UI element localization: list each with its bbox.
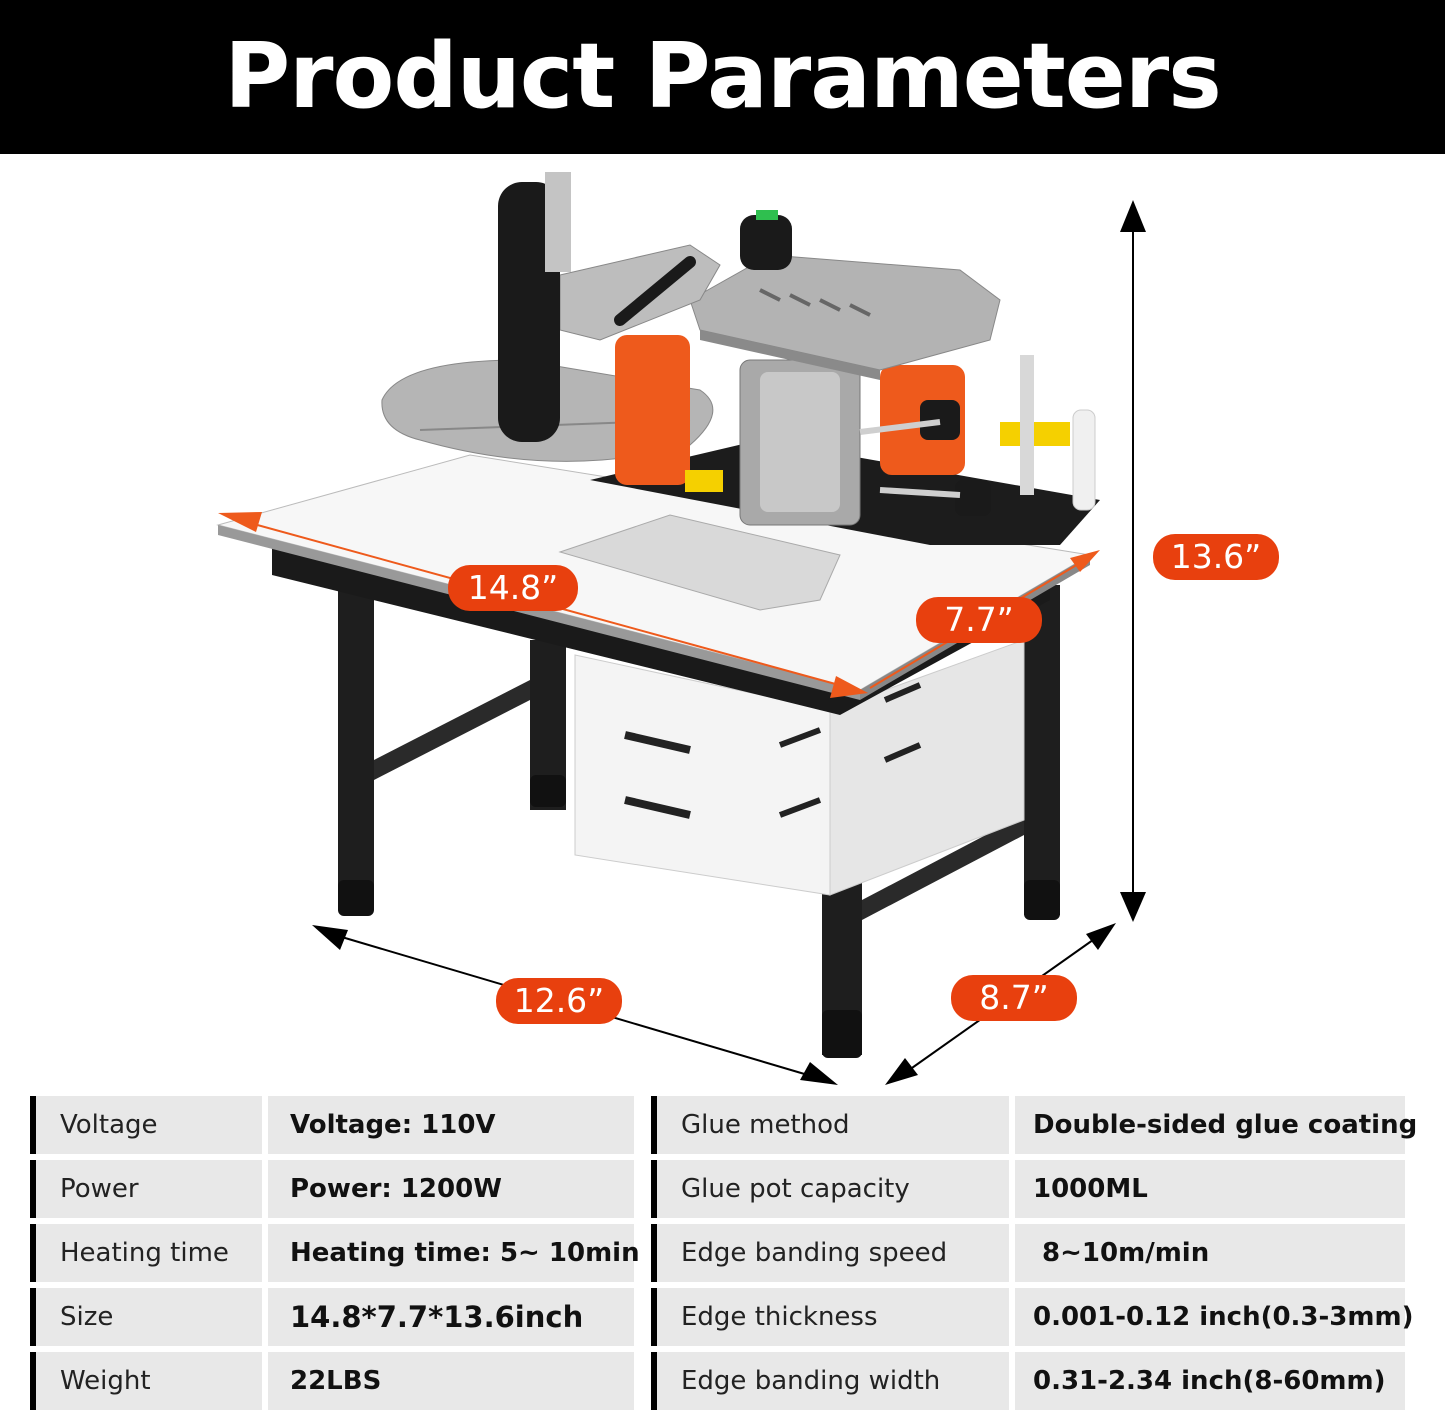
spec-value: Heating time: 5~ 10min (268, 1224, 640, 1282)
spec-label: Heating time (36, 1224, 262, 1282)
spec-row: Heating time Heating time: 5~ 10min (30, 1224, 640, 1282)
spec-label: Voltage (36, 1096, 262, 1154)
spec-value: 0.31-2.34 inch(8-60mm) (1015, 1352, 1405, 1410)
spec-label: Edge thickness (657, 1288, 1009, 1346)
spec-row: Edge banding speed 8~10m/min (651, 1224, 1405, 1282)
dimension-label-base-depth: 8.7” (951, 975, 1077, 1021)
spec-label: Edge banding width (657, 1352, 1009, 1410)
spec-value: 8~10m/min (1015, 1224, 1405, 1282)
dimension-label-base-length: 12.6” (496, 978, 622, 1024)
spec-row: Glue method Double-sided glue coating (651, 1096, 1417, 1154)
spec-value: 22LBS (268, 1352, 634, 1410)
spec-value: Double-sided glue coating (1015, 1096, 1417, 1154)
spec-row: Edge banding width 0.31-2.34 inch(8-60mm… (651, 1352, 1405, 1410)
dimension-label-table-length: 14.8” (448, 565, 578, 611)
leg (338, 590, 374, 900)
product-illustration: 14.8” 7.7” 13.6” 12.6” 8.7” (0, 154, 1445, 1094)
spec-label: Edge banding speed (657, 1224, 1009, 1282)
spec-value: 1000ML (1015, 1160, 1405, 1218)
edge-banding-machine-image (216, 172, 1146, 1085)
spec-row: Size 14.8*7.7*13.6inch (30, 1288, 634, 1346)
header-banner: Product Parameters (0, 0, 1445, 154)
spec-value: 0.001-0.12 inch(0.3-3mm) (1015, 1288, 1413, 1346)
spec-label: Glue pot capacity (657, 1160, 1009, 1218)
spec-label: Weight (36, 1352, 262, 1410)
spec-row: Glue pot capacity 1000ML (651, 1160, 1405, 1218)
page-title: Product Parameters (224, 24, 1222, 129)
spec-table: Voltage Voltage: 110V Power Power: 1200W… (0, 1096, 1445, 1418)
spec-label: Size (36, 1288, 262, 1346)
spec-row: Voltage Voltage: 110V (30, 1096, 634, 1154)
spec-label: Glue method (657, 1096, 1009, 1154)
spec-value: Power: 1200W (268, 1160, 634, 1218)
spec-label: Power (36, 1160, 262, 1218)
spec-row: Weight 22LBS (30, 1352, 634, 1410)
spec-value: Voltage: 110V (268, 1096, 634, 1154)
spec-row: Edge thickness 0.001-0.12 inch(0.3-3mm) (651, 1288, 1413, 1346)
spec-row: Power Power: 1200W (30, 1160, 634, 1218)
dimension-label-table-width: 7.7” (916, 597, 1042, 643)
spec-value: 14.8*7.7*13.6inch (268, 1288, 634, 1346)
dimension-label-height: 13.6” (1153, 534, 1279, 580)
